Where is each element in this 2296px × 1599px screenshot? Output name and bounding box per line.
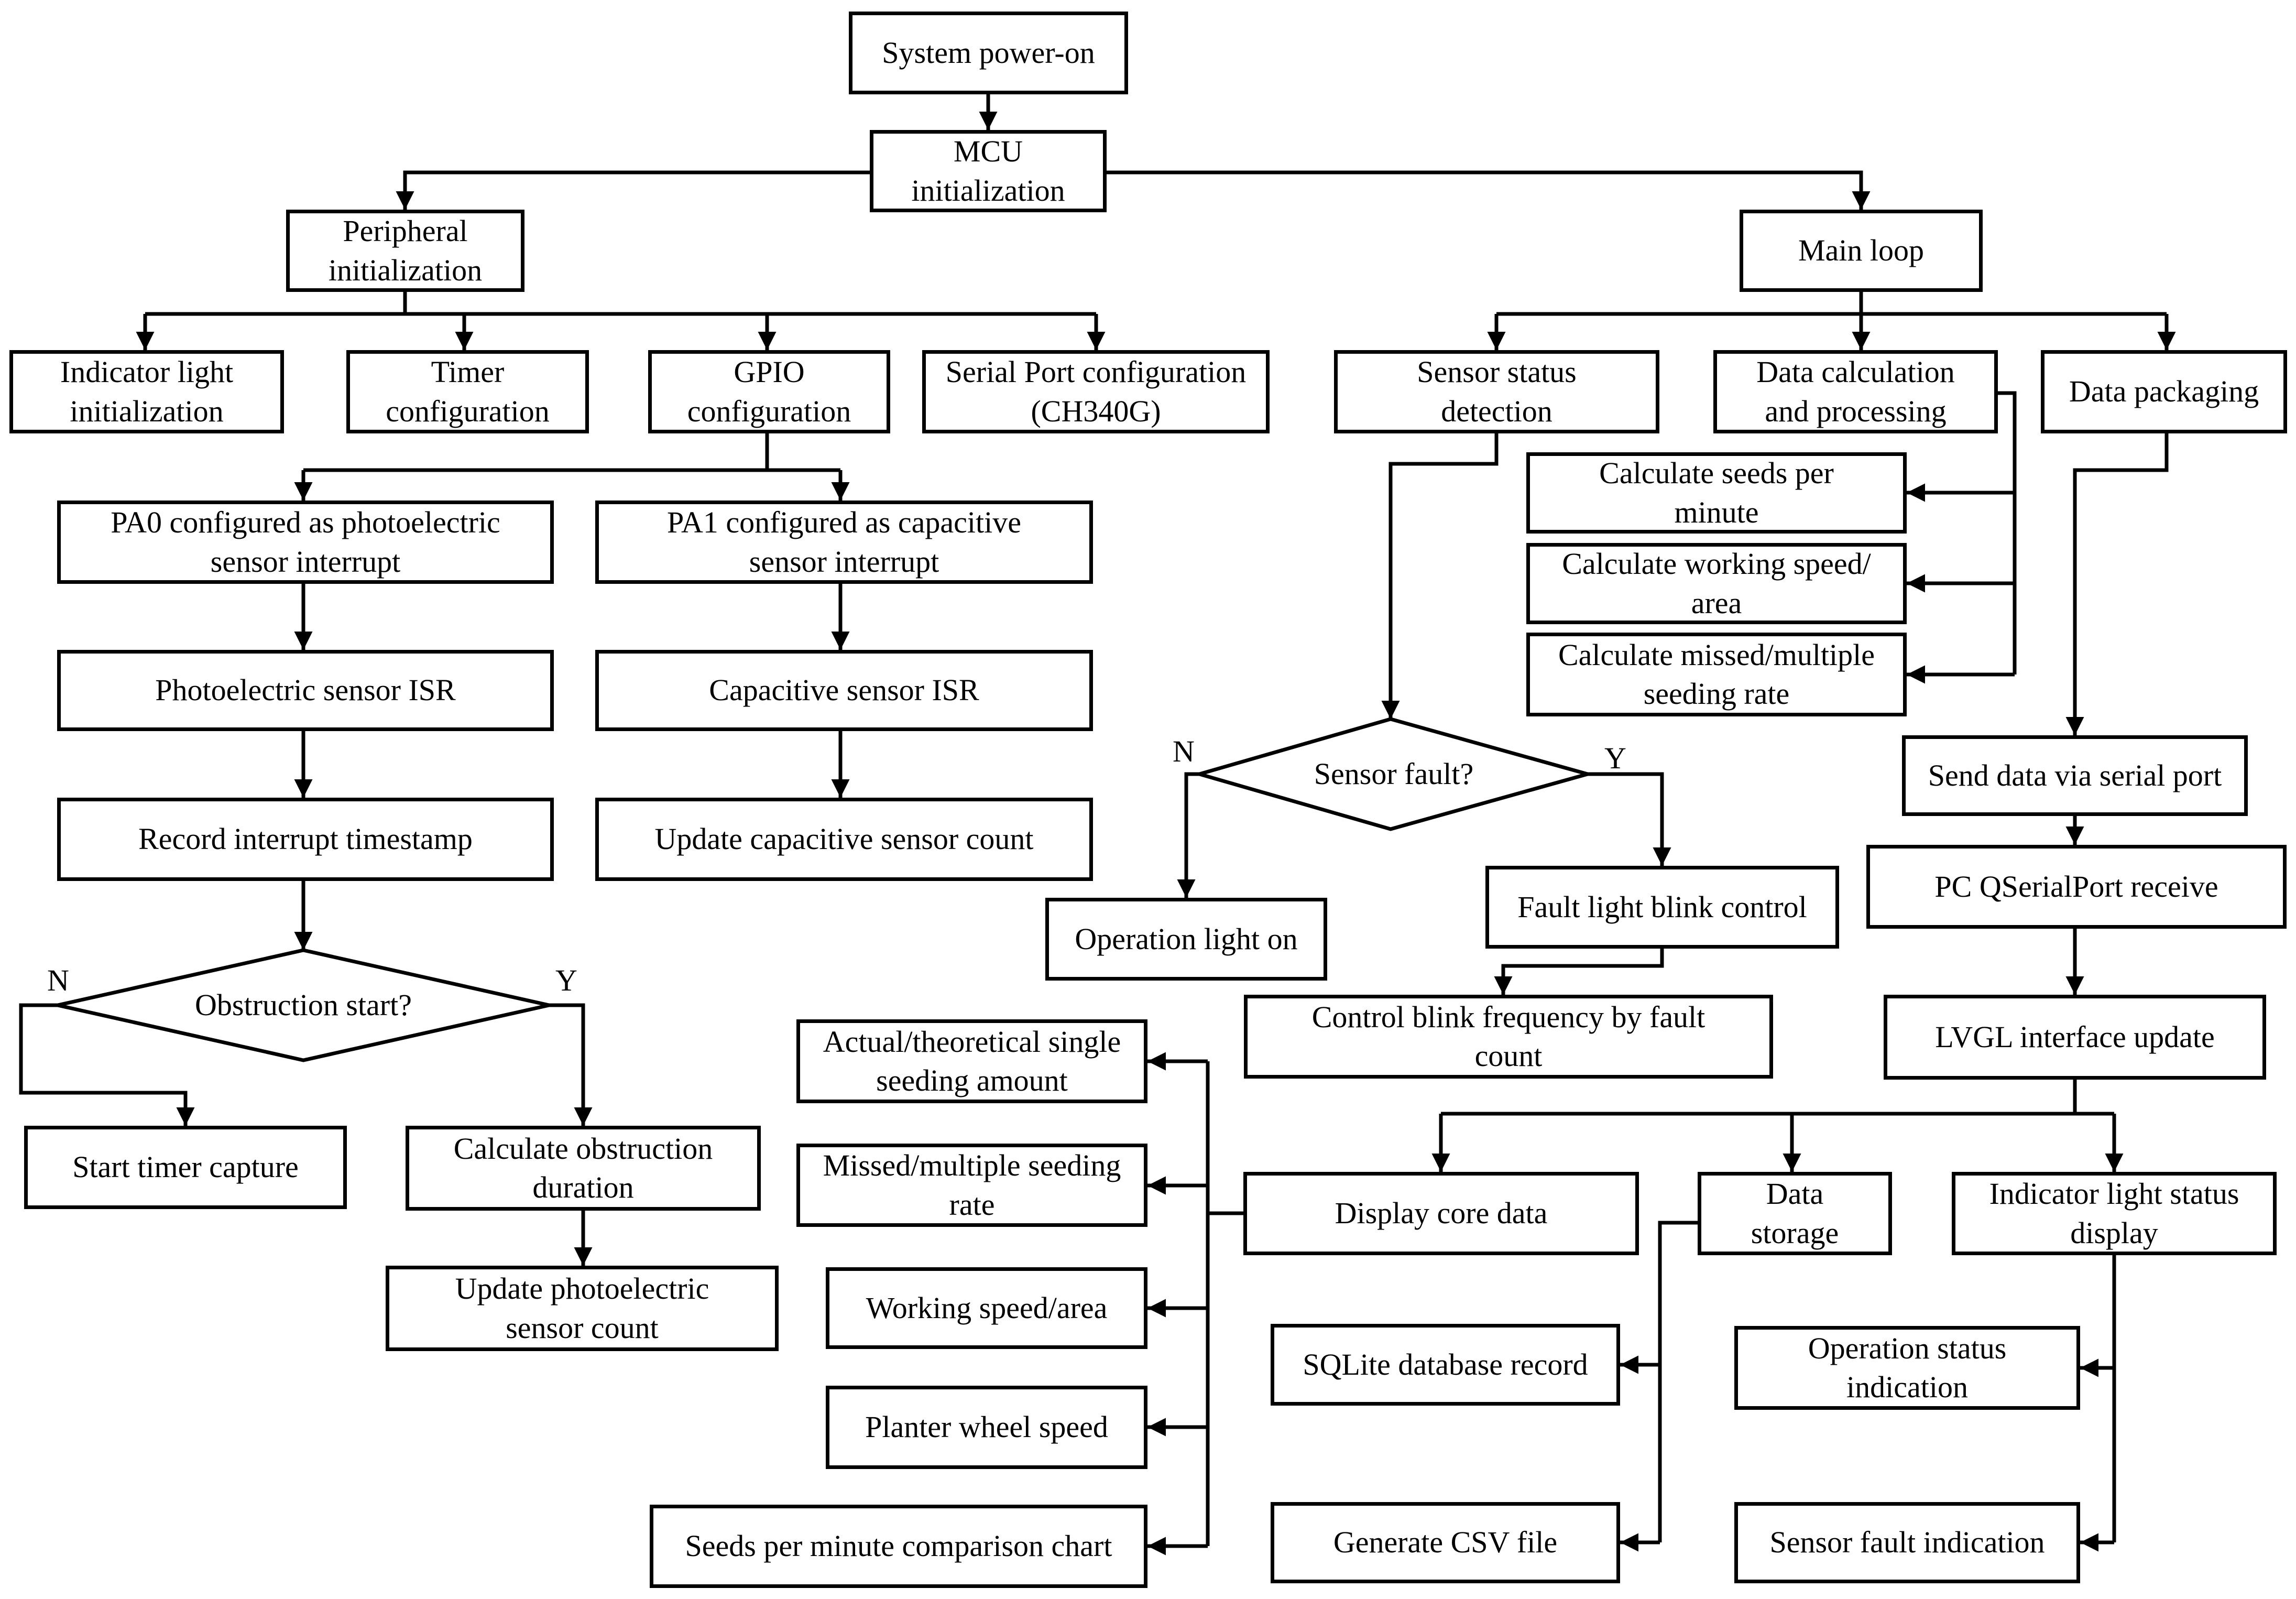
node-pa0-configured: PA0 configured as photoelectric sensor i… [57, 501, 554, 584]
node-peripheral-initialization: Peripheral initialization [286, 210, 524, 292]
node-sqlite-record: SQLite database record [1271, 1324, 1620, 1406]
edge-storage-trunk [1658, 1221, 1698, 1542]
edge-fault-no [1177, 772, 1199, 898]
fault-no-label: N [1173, 734, 1195, 768]
node-mcu-initialization: MCU initialization [870, 130, 1107, 212]
obstruction-no-label: N [47, 963, 69, 997]
edge-obstruction-no [19, 1003, 195, 1126]
edge-mcu-peripheral [396, 170, 870, 210]
edge-datacalc-trunk [1998, 391, 2017, 675]
edge-fault-yes [1588, 772, 1671, 866]
edge-obstruction-yes [549, 1003, 593, 1126]
node-timer-configuration: Timer configuration [346, 350, 589, 433]
node-photoelectric-isr: Photoelectric sensor ISR [57, 650, 554, 731]
node-data-storage: Data storage [1698, 1172, 1892, 1255]
edge-mainloop-bus [1496, 292, 2167, 316]
fault-decision-shape [1193, 717, 1595, 831]
node-generate-csv: Generate CSV file [1271, 1502, 1620, 1583]
node-display-core-data: Display core data [1243, 1172, 1639, 1255]
node-missed-multiple-rate: Missed/multiple seeding rate [796, 1144, 1147, 1227]
node-fault-light-blink: Fault light blink control [1485, 866, 1839, 949]
node-working-speed-area: Working speed/area [826, 1267, 1147, 1349]
node-lvgl-update: LVGL interface update [1884, 995, 2266, 1080]
node-update-photoelectric-count: Update photoelectric sensor count [386, 1266, 779, 1351]
node-calc-seeds-per-minute: Calculate seeds per minute [1526, 452, 1907, 534]
node-data-packaging: Data packaging [2041, 350, 2287, 433]
fault-decision-label: Sensor fault? [1314, 757, 1474, 791]
node-serial-port-configuration: Serial Port configuration (CH340G) [922, 350, 1270, 433]
node-pa1-configured: PA1 configured as capacitive sensor inte… [595, 501, 1093, 584]
node-calculate-obstruction: Calculate obstruction duration [406, 1126, 761, 1211]
node-calc-working-speed: Calculate working speed/ area [1526, 543, 1907, 624]
node-main-loop: Main loop [1740, 210, 1983, 292]
node-start-timer-capture: Start timer capture [24, 1126, 347, 1209]
node-pc-qserialport: PC QSerialPort receive [1866, 845, 2287, 929]
edge-sensor-decision [1381, 433, 1499, 719]
node-record-timestamp: Record interrupt timestamp [57, 798, 554, 881]
edge-mcu-mainloop [1107, 170, 1871, 210]
edge-display-trunk [1206, 1061, 1243, 1546]
node-indicator-light-init: Indicator light initialization [9, 350, 284, 433]
edge-gpio-bus [303, 433, 840, 472]
obstruction-yes-label: Y [555, 963, 577, 997]
edge-fault-blink [1494, 949, 1664, 995]
edge-lvgl-bus [1441, 1080, 2114, 1116]
obstruction-decision-label: Obstruction start? [195, 988, 412, 1022]
node-seeds-comparison-chart: Seeds per minute comparison chart [650, 1505, 1147, 1588]
node-sensor-status-detection: Sensor status detection [1334, 350, 1659, 433]
node-operation-status-indication: Operation status indication [1734, 1326, 2080, 1410]
node-control-blink-frequency: Control blink frequency by fault count [1244, 995, 1773, 1079]
obstruction-decision-shape [57, 948, 550, 1062]
node-system-power-on: System power-on [849, 12, 1128, 94]
node-sensor-fault-indication: Sensor fault indication [1734, 1502, 2080, 1583]
node-capacitive-isr: Capacitive sensor ISR [595, 650, 1093, 731]
node-operation-light-on: Operation light on [1045, 898, 1327, 981]
node-planter-wheel-speed: Planter wheel speed [826, 1386, 1147, 1469]
node-indicator-status-display: Indicator light status display [1952, 1172, 2277, 1255]
node-actual-theoretical: Actual/theoretical single seeding amount [796, 1019, 1147, 1103]
edge-peripheral-bus [145, 292, 1096, 316]
fault-yes-label: Y [1604, 741, 1626, 775]
node-data-calculation: Data calculation and processing [1713, 350, 1998, 433]
edge-packaging-send [2065, 433, 2169, 735]
node-gpio-configuration: GPIO configuration [648, 350, 890, 433]
node-send-serial: Send data via serial port [1902, 735, 2248, 816]
node-update-capacitive-count: Update capacitive sensor count [595, 798, 1093, 881]
node-calc-missed-multiple: Calculate missed/multiple seeding rate [1526, 633, 1907, 716]
